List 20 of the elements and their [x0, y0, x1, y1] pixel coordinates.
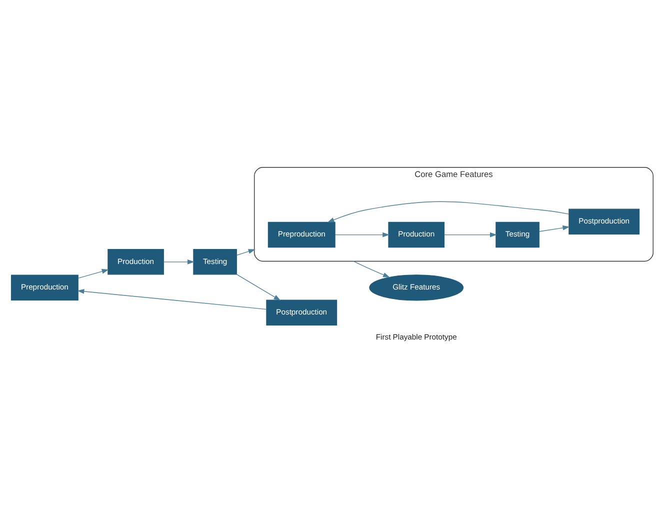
node-box: Preproduction: [10, 274, 78, 300]
node-box: Testing: [496, 222, 540, 248]
node-ellipse: Glitz Features: [369, 274, 464, 301]
node-box: Preproduction: [268, 222, 336, 248]
arrow: [236, 249, 256, 256]
arrow: [77, 289, 267, 310]
arrow: [334, 232, 390, 238]
node-box: Production: [108, 249, 164, 275]
arrow: [163, 259, 194, 264]
node-box: Postproduction: [568, 208, 640, 234]
arrow: [444, 232, 497, 238]
node-box: Testing: [193, 249, 237, 275]
arrow: [353, 260, 390, 278]
arrow: [538, 225, 570, 232]
label: First Playable Prototype: [376, 332, 457, 342]
node-box: Production: [388, 222, 445, 248]
arrow: [236, 274, 281, 301]
arrow: [78, 269, 109, 279]
node-box: Postproduction: [266, 300, 338, 326]
arrow: [327, 201, 570, 223]
